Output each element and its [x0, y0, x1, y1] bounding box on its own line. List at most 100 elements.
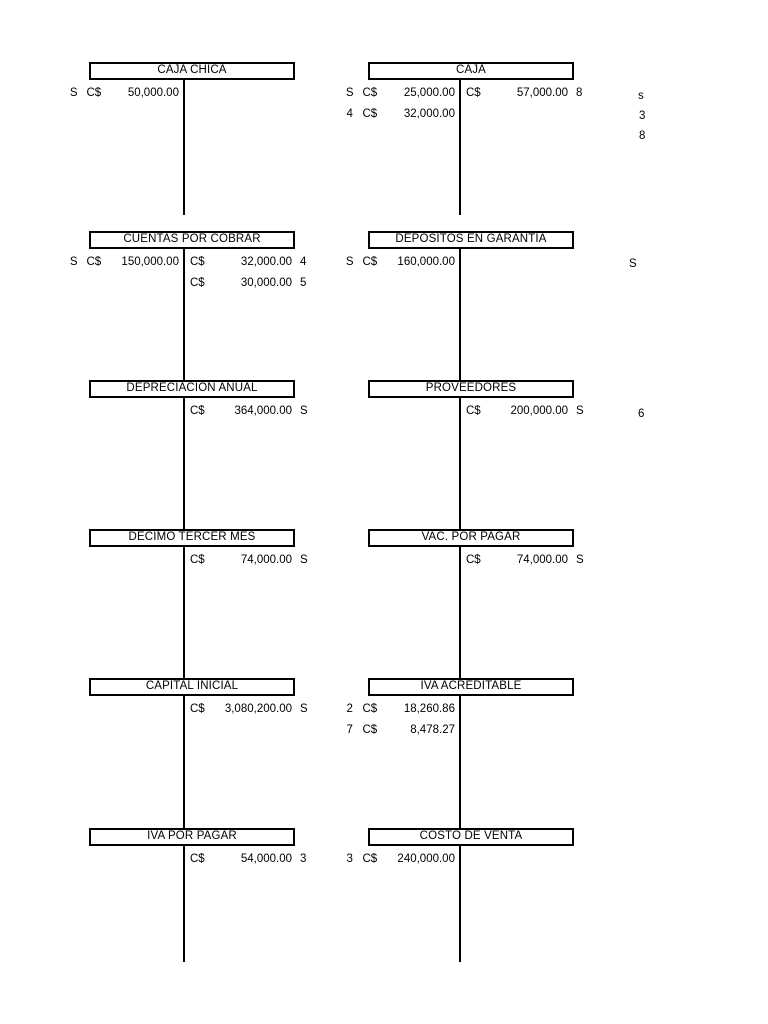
account-title: IVA ACREDITABLE [420, 680, 522, 693]
entry-reference: 7 [346, 723, 353, 736]
t-account-stem [459, 547, 461, 679]
currency-symbol: C$ [86, 255, 102, 268]
entry-reference: S [300, 553, 308, 566]
currency-symbol: C$ [466, 404, 481, 417]
stray-8-row0: 8 [639, 130, 646, 142]
t-account-iva-por-pagar: IVA POR PAGAR C$ 54,000.00 3 [89, 828, 306, 978]
account-title: CAJA [456, 64, 486, 77]
stray-s-row0: s [638, 90, 644, 102]
debit-entry: S C$ 150,000.00 [67, 251, 183, 272]
account-title-box: CAJA CHICA [89, 62, 295, 80]
stray-6-row2: 6 [638, 408, 645, 420]
credit-entry: C$ 30,000.00 5 [185, 272, 314, 293]
entry-reference: 2 [346, 702, 353, 715]
account-title-box: VAC. POR PAGAR [368, 529, 574, 547]
entry-amount: 32,000.00 [240, 255, 292, 268]
entry-amount: 18,260.86 [403, 702, 455, 715]
entry-amount: 30,000.00 [240, 276, 292, 289]
stray-3-row0: 3 [639, 110, 646, 122]
account-title: VAC. POR PAGAR [421, 531, 521, 544]
entry-reference: S [69, 86, 78, 99]
entry-reference: S [69, 255, 78, 268]
credit-side: C$ 200,000.00 S [461, 400, 590, 421]
entry-amount: 8,478.27 [410, 723, 455, 736]
account-title: DEPRECIACION ANUAL [126, 382, 258, 395]
currency-symbol: C$ [362, 107, 378, 120]
entry-amount: 74,000.00 [516, 553, 568, 566]
entry-amount: 364,000.00 [234, 404, 292, 417]
entry-amount: 240,000.00 [397, 852, 455, 865]
entry-amount: 25,000.00 [403, 86, 455, 99]
entry-amount: 54,000.00 [240, 852, 292, 865]
entry-reference: S [345, 86, 354, 99]
entry-reference: S [576, 404, 584, 417]
entry-amount: 32,000.00 [403, 107, 455, 120]
entry-amount: 50,000.00 [127, 86, 179, 99]
currency-symbol: C$ [190, 702, 205, 715]
credit-entry: C$ 200,000.00 S [461, 400, 590, 421]
account-title: DEPOSITOS EN GARANTIA [395, 233, 547, 246]
entry-reference: 3 [300, 852, 307, 865]
t-account-stem [459, 398, 461, 530]
credit-side: C$ 54,000.00 3 [185, 848, 314, 869]
currency-symbol: C$ [190, 553, 205, 566]
currency-symbol: C$ [466, 86, 481, 99]
credit-entry: C$ 54,000.00 3 [185, 848, 314, 869]
account-title-box: DEPRECIACION ANUAL [89, 380, 295, 398]
entry-amount: 150,000.00 [121, 255, 179, 268]
entry-reference: S [300, 404, 308, 417]
entry-reference: 5 [300, 276, 307, 289]
debit-entry: S C$ 25,000.00 [343, 82, 459, 103]
t-account-stem [183, 547, 185, 679]
account-title: IVA POR PAGAR [147, 830, 237, 843]
currency-symbol: C$ [190, 404, 205, 417]
entry-amount: 160,000.00 [397, 255, 455, 268]
account-title: DECIMO TERCER MES [128, 531, 256, 544]
account-title-box: CAJA [368, 62, 574, 80]
currency-symbol: C$ [362, 86, 378, 99]
account-title-box: COSTO DE VENTA [368, 828, 574, 846]
t-account-stem [183, 80, 185, 215]
currency-symbol: C$ [190, 852, 205, 865]
entry-reference: 4 [300, 255, 307, 268]
account-title-box: DEPOSITOS EN GARANTIA [368, 231, 574, 249]
credit-entry: C$ 364,000.00 S [185, 400, 314, 421]
entry-amount: 200,000.00 [510, 404, 568, 417]
entry-amount: 3,080,200.00 [224, 702, 292, 715]
account-title: CAJA CHICA [157, 64, 227, 77]
account-title: COSTO DE VENTA [419, 830, 523, 843]
t-account-stem [183, 398, 185, 530]
t-account-stem [459, 80, 461, 215]
currency-symbol: C$ [190, 276, 205, 289]
account-title-box: CUENTAS POR COBRAR [89, 231, 295, 249]
entry-reference: S [345, 255, 354, 268]
account-title: CUENTAS POR COBRAR [123, 233, 261, 246]
t-account-stem [183, 249, 185, 381]
stray-s-row1: S [629, 258, 637, 270]
t-account-stem [459, 846, 461, 962]
